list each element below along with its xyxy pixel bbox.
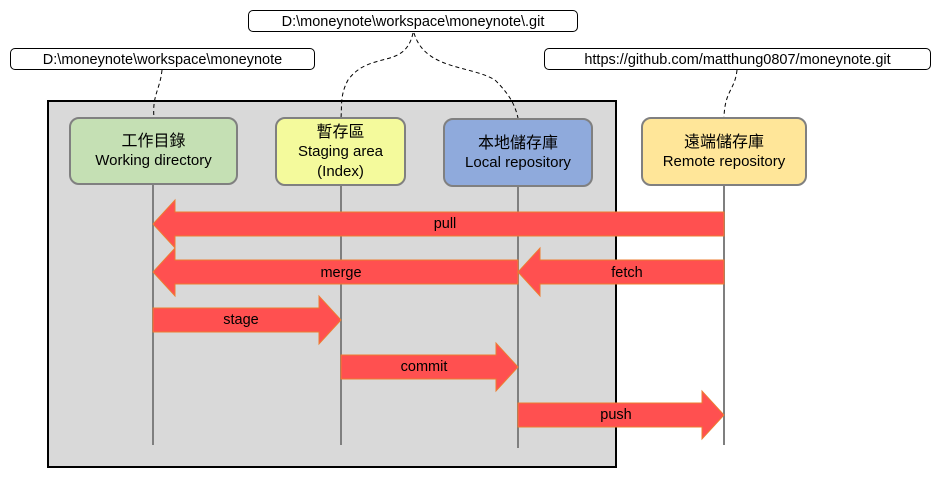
node-staging-extra: (Index) (317, 162, 364, 180)
node-staging-area: 暫存區 Staging area (Index) (275, 117, 406, 186)
node-staging-zh: 暫存區 (316, 121, 365, 141)
working-dir-path-label: D:\moneynote\workspace\moneynote (10, 48, 315, 70)
arrow-label-commit: commit (400, 359, 448, 375)
node-staging-en: Staging area (297, 142, 384, 160)
node-local-en: Local repository (465, 153, 571, 171)
arrow-commit (340, 341, 519, 393)
arrow-label-fetch: fetch (611, 265, 643, 281)
working-path-connector (153, 69, 163, 119)
node-working-en: Working directory (95, 152, 212, 169)
local-path-connector (413, 32, 519, 119)
arrow-label-push: push (600, 407, 632, 423)
node-remote-repository: 遠端儲存庫 Remote repository (641, 117, 807, 186)
node-local-zh: 本地儲存庫 (477, 132, 558, 152)
arrow-merge (152, 246, 519, 298)
remote-path-connector (723, 69, 738, 118)
remote-url-label: https://github.com/matthung0807/moneynot… (544, 48, 931, 70)
arrow-label-pull: pull (433, 216, 457, 232)
node-working-zh: 工作目錄 (121, 131, 186, 150)
git-dir-path-label: D:\moneynote\workspace\moneynote\.git (248, 10, 578, 32)
node-remote-en: Remote repository (662, 152, 786, 170)
arrow-stage (152, 294, 342, 346)
arrow-fetch (517, 246, 725, 298)
node-working-directory: 工作目錄 Working directory (69, 117, 238, 185)
arrow-label-stage: stage (223, 312, 259, 328)
arrow-label-merge: merge (320, 265, 362, 281)
arrow-push (517, 389, 725, 441)
node-local-repository: 本地儲存庫 Local repository (443, 118, 593, 187)
staging-path-connector (340, 32, 414, 119)
node-remote-zh: 遠端儲存庫 (683, 131, 764, 151)
arrow-pull (152, 198, 725, 250)
